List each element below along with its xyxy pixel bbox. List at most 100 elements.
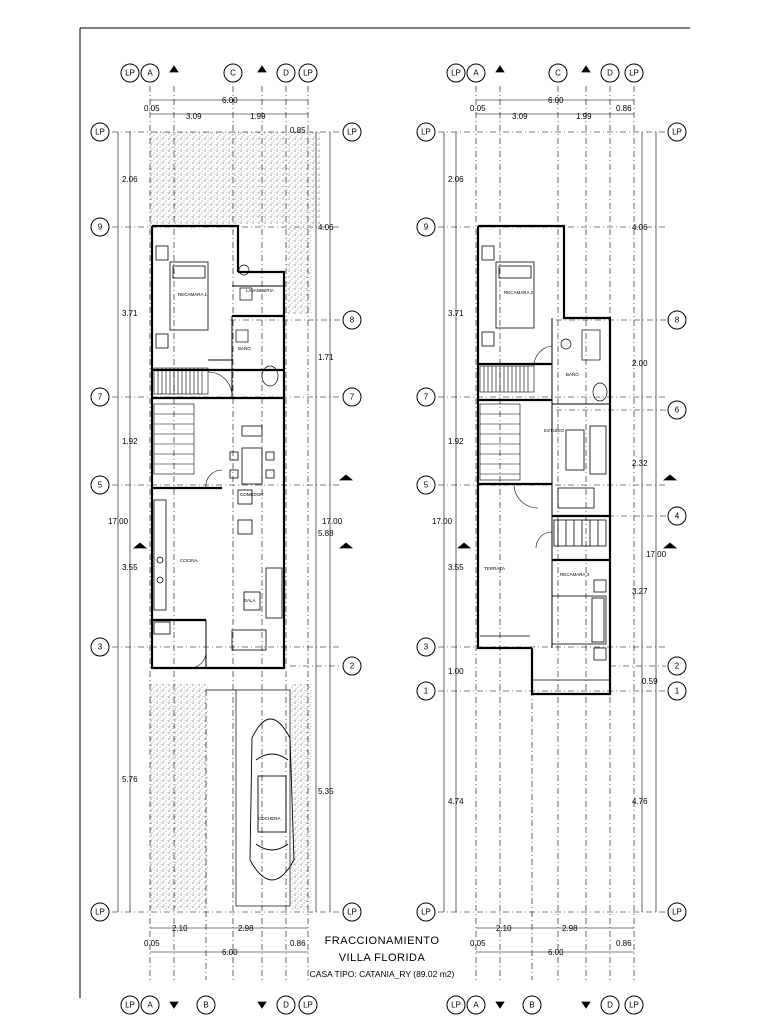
- bubble-LP-top-right: LP: [446, 63, 466, 83]
- svg-text:8: 8: [675, 316, 680, 325]
- bubble-C-top-left: C: [223, 63, 243, 83]
- dim-bottom-total-upper: 6.00: [548, 948, 564, 957]
- terrace-railing: [480, 635, 610, 681]
- room-label-bath-upper: BAÑO: [566, 371, 579, 377]
- svg-text:6: 6: [675, 406, 680, 415]
- bubble-LP-right-bottom-upper: LP: [667, 902, 687, 922]
- svg-text:LP: LP: [125, 69, 135, 78]
- bubble-LP-left-bottom: LP: [90, 902, 110, 922]
- bubble-LP-bottom-right: LP: [446, 995, 466, 1015]
- bubble-LP-bottom-left: LP: [120, 995, 140, 1015]
- dim-left-total: 17.00: [108, 517, 129, 526]
- dim-right-total-upper: 17.00: [646, 550, 667, 559]
- svg-text:A: A: [147, 1001, 153, 1010]
- bubble-LP-left-bottom-upper: LP: [416, 902, 436, 922]
- bubble-D-bottom-right: D: [600, 995, 620, 1015]
- bubble-3-left-upper: 3: [416, 637, 436, 657]
- bubble-C-top-right: C: [548, 63, 568, 83]
- walls-upper: [476, 224, 612, 696]
- svg-text:LP: LP: [303, 69, 313, 78]
- bubble-LP-bottom-right-2: LP: [624, 995, 644, 1015]
- svg-text:5: 5: [424, 481, 429, 490]
- kitchen-counter: [153, 499, 171, 635]
- dim-left-d6-upper: 4.74: [448, 797, 464, 806]
- bubble-2-right: 2: [342, 656, 362, 676]
- bubble-9-left: 9: [90, 217, 110, 237]
- svg-text:A: A: [473, 69, 479, 78]
- bubble-LP-top-left-2: LP: [298, 63, 318, 83]
- title-line-3: CASA TIPO: CATANIA_RY (89.02 m2): [310, 969, 455, 979]
- svg-text:LP: LP: [95, 128, 105, 137]
- garden-side-left: [150, 684, 208, 910]
- interior-walls-upper: [551, 318, 610, 648]
- bubble-8-right-upper: 8: [667, 310, 687, 330]
- dim-bottom-d: 0.86: [290, 939, 306, 948]
- svg-text:C: C: [555, 69, 561, 78]
- svg-text:5: 5: [98, 481, 103, 490]
- room-label-study: ESTUDIO: [544, 428, 565, 433]
- svg-text:LP: LP: [629, 1001, 639, 1010]
- bubble-D-top-left: D: [276, 63, 296, 83]
- bed-2: [481, 245, 535, 347]
- room-label-laundry: LAVANDERIA: [246, 288, 274, 293]
- svg-text:7: 7: [350, 393, 355, 402]
- section-cut-markers: [132, 65, 678, 1009]
- dim-right-d6-upper: 4.76: [632, 797, 648, 806]
- bubble-LP-left-top-upper: LP: [416, 122, 436, 142]
- dim-top-total-upper: 6.00: [548, 96, 564, 105]
- bubble-D-top-right: D: [600, 63, 620, 83]
- dim-top-a: 0.05: [144, 104, 160, 113]
- svg-text:9: 9: [424, 223, 429, 232]
- dimension-lines-upper: [443, 99, 657, 953]
- bubble-LP-top-left: LP: [120, 63, 140, 83]
- dim-right-d2-upper: 2.00: [632, 359, 648, 368]
- svg-text:2: 2: [350, 662, 355, 671]
- svg-text:LP: LP: [451, 1001, 461, 1010]
- svg-text:7: 7: [98, 393, 103, 402]
- svg-text:LP: LP: [347, 128, 357, 137]
- svg-text:B: B: [529, 1001, 534, 1010]
- svg-text:C: C: [230, 69, 236, 78]
- bubble-1-left-upper: 1: [416, 681, 436, 701]
- room-label-dining: COMEDOR: [240, 492, 264, 497]
- bubble-A-bottom-left: A: [140, 995, 160, 1015]
- svg-text:7: 7: [424, 393, 429, 402]
- dim-bottom-a: 0.05: [144, 939, 160, 948]
- bubble-A-top-left: A: [140, 63, 160, 83]
- title-line-2: VILLA FLORIDA: [339, 952, 426, 964]
- dim-bottom-b: 2.10: [172, 924, 188, 933]
- stairs-ground: [153, 367, 209, 475]
- title-line-1: FRACCIONAMIENTO: [325, 935, 440, 947]
- bubble-LP-bottom-left-2: LP: [298, 995, 318, 1015]
- bubble-7-left-upper: 7: [416, 387, 436, 407]
- svg-text:1: 1: [675, 687, 680, 696]
- dim-left-d1-upper: 2.06: [448, 175, 464, 184]
- bubble-A-bottom-right: A: [466, 995, 486, 1015]
- bubble-2-right-upper: 2: [667, 656, 687, 676]
- bath-fixtures-upper: [560, 329, 608, 402]
- dim-top-d-upper: 0.86: [616, 104, 632, 113]
- dim-top-c: 1.99: [250, 112, 266, 121]
- dim-bottom-b-upper: 2.10: [496, 924, 512, 933]
- bubble-LP-top-right-2: LP: [624, 63, 644, 83]
- dim-bottom-c-upper: 2.98: [562, 924, 578, 933]
- svg-text:3: 3: [424, 643, 429, 652]
- dim-bottom-d-upper: 0.86: [616, 939, 632, 948]
- svg-text:B: B: [203, 1001, 208, 1010]
- svg-text:LP: LP: [421, 908, 431, 917]
- grid-bubbles: LP A C D LP LP A B D LP LP 9 7 5 3 LP LP…: [90, 63, 687, 1015]
- dim-left-d3: 1.92: [122, 437, 138, 446]
- upper-floor-plan: RECAMARA 2 RECAMARA 3 ESTUDIO BAÑO TERRA…: [432, 86, 667, 980]
- living-furniture: [231, 567, 283, 651]
- bubble-7-right: 7: [342, 387, 362, 407]
- car-outline: [249, 718, 295, 881]
- bubble-LP-right-top: LP: [342, 122, 362, 142]
- bubble-6-right-upper: 6: [667, 400, 687, 420]
- svg-text:LP: LP: [672, 128, 682, 137]
- svg-text:1: 1: [424, 687, 429, 696]
- bubble-D-bottom-left: D: [276, 995, 296, 1015]
- garden-side-right: [290, 684, 312, 910]
- dim-left-d1: 2.06: [122, 175, 138, 184]
- svg-text:LP: LP: [95, 908, 105, 917]
